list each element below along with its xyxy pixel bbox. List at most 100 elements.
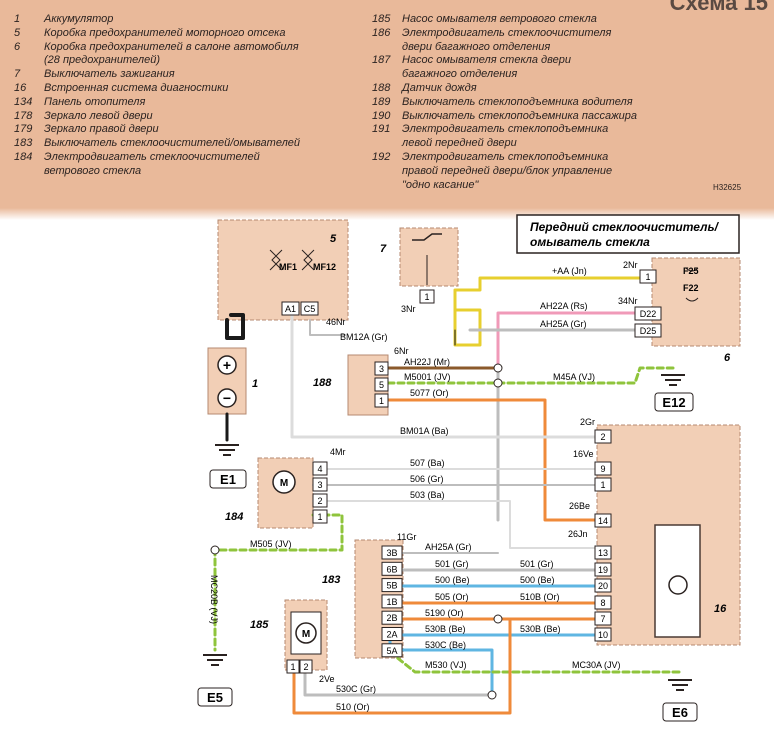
conn-code-2gr: 2Gr bbox=[580, 417, 595, 427]
legend-text: Электродвигатель стеклоподъемника bbox=[402, 151, 609, 163]
wire-label-500-a: 500 (Be) bbox=[435, 575, 470, 585]
diagram-title-box bbox=[516, 214, 740, 254]
connector-pin-label: 9 bbox=[600, 464, 605, 474]
wire-label-5190: 5190 (Or) bbox=[425, 608, 464, 618]
legend-number: 189 bbox=[372, 95, 391, 108]
connector-pin-label: 14 bbox=[598, 516, 608, 526]
connector-pin-label: 19 bbox=[598, 565, 608, 575]
splice-dot bbox=[487, 690, 497, 700]
connector-pin-box bbox=[594, 429, 612, 444]
conn-code-46nr: 46Nr bbox=[326, 317, 346, 327]
splice-dot bbox=[493, 614, 503, 624]
wire-label-m530: M530 (VJ) bbox=[425, 660, 467, 670]
ground-symbol-icon bbox=[203, 654, 227, 666]
connector-pin-box bbox=[374, 377, 389, 392]
conn-code-6nr: 6Nr bbox=[394, 346, 409, 356]
component-tag-188: 188 bbox=[313, 377, 332, 389]
control-module-block bbox=[654, 524, 701, 638]
legend-number: 178 bbox=[14, 109, 33, 122]
conn-code-34nr: 34Nr bbox=[618, 296, 638, 306]
connector-pin-box bbox=[312, 509, 328, 524]
wire-label-530b-a: 530B (Be) bbox=[425, 624, 466, 634]
legend-text: багажного отделения bbox=[402, 68, 518, 81]
conn-code-3nr: 3Nr bbox=[401, 304, 416, 314]
wire-label-503: 503 (Ba) bbox=[410, 490, 445, 500]
ground-label-e5: E5 bbox=[207, 690, 223, 705]
connector-pin-box bbox=[634, 306, 662, 321]
wire-label-mc30a: MC30A (JV) bbox=[572, 660, 621, 670]
wire-aa bbox=[453, 276, 642, 332]
fuse-label-f22: F22 bbox=[683, 283, 699, 293]
connector-pin-box bbox=[594, 627, 612, 642]
connector-pin-label: 7 bbox=[600, 614, 605, 624]
svg-text:−: − bbox=[223, 390, 231, 406]
legend-text: Зеркало правой двери bbox=[44, 123, 159, 136]
ground-box-e6 bbox=[662, 702, 698, 722]
wire-label-530b-b: 530B (Be) bbox=[520, 624, 561, 634]
connector-pin-box bbox=[312, 461, 328, 476]
fuse-icon bbox=[301, 249, 315, 271]
wire-label-m45a: M45A (VJ) bbox=[553, 372, 595, 382]
connector-pin-box bbox=[299, 659, 313, 674]
wire-label-530c: 530C (Be) bbox=[425, 640, 466, 650]
fuse-label-f25: F25 bbox=[683, 266, 699, 276]
battery-cable bbox=[225, 313, 245, 340]
connector-pin-box bbox=[312, 477, 328, 492]
connector-pin-box bbox=[594, 595, 612, 610]
wire-label-510b: 510B (Or) bbox=[520, 592, 560, 602]
legend-number: 191 bbox=[372, 123, 391, 136]
connector-pin-box bbox=[639, 269, 657, 284]
legend-number: 187 bbox=[372, 54, 391, 67]
fuse-label-mf1: MF1 bbox=[279, 262, 297, 272]
connector-pin-label: 2 bbox=[303, 662, 308, 672]
connector-pin-box bbox=[300, 301, 319, 316]
ground-symbol-icon bbox=[215, 444, 239, 456]
connector-pin-box bbox=[381, 643, 403, 658]
connector-pin-box bbox=[381, 610, 403, 625]
connector-pin-label: 1 bbox=[645, 272, 650, 282]
legend-text: левой передней двери bbox=[402, 137, 517, 150]
battery-positive-icon bbox=[217, 355, 237, 375]
wire-label-505: 505 (Or) bbox=[435, 592, 469, 602]
connector-pin-box bbox=[634, 323, 662, 338]
legend-number: 1 bbox=[14, 13, 21, 25]
conn-code-16ve: 16Ve bbox=[573, 449, 594, 459]
component-tag-6: 6 bbox=[724, 352, 731, 364]
connector-pin-label: 3 bbox=[379, 364, 384, 374]
connector-pin-box bbox=[381, 578, 403, 593]
component-tag-1: 1 bbox=[252, 378, 258, 390]
connector-pin-box bbox=[286, 659, 300, 674]
switch-contact-icon bbox=[412, 233, 442, 241]
legend-text: Электродвигатель стеклоочистителя bbox=[402, 26, 612, 39]
ground-box-e12 bbox=[654, 392, 694, 412]
battery-negative-icon bbox=[217, 388, 237, 408]
component-tag-7: 7 bbox=[380, 243, 387, 255]
wire-label-bm12a: BM12A (Gr) bbox=[340, 332, 388, 342]
legend-text: Датчик дождя bbox=[402, 82, 477, 94]
connector-pin-label: 8 bbox=[600, 598, 605, 608]
connector-pin-box bbox=[381, 545, 403, 560]
legend-number: 7 bbox=[14, 68, 21, 81]
wire-label-501-a: 501 (Gr) bbox=[435, 559, 469, 569]
legend-number: 183 bbox=[14, 137, 33, 150]
connector-pin-label: 20 bbox=[598, 581, 608, 591]
wire-label-bm01a: BM01A (Ba) bbox=[400, 426, 449, 436]
pump-motor-icon bbox=[295, 622, 317, 644]
legend-text: Насос омывателя ветрового стекла bbox=[402, 13, 597, 25]
legend-text: (28 предохранителей) bbox=[44, 54, 160, 67]
legend-text: Выключатель стеклоподъемника водителя bbox=[402, 95, 633, 108]
legend-text: Коробка предохранителей моторного отсека bbox=[44, 26, 286, 39]
legend-text: Электродвигатель стеклоочистителей bbox=[44, 151, 260, 163]
ground-symbol-icon bbox=[668, 679, 692, 691]
connector-pin-label: 2 bbox=[317, 496, 322, 506]
legend-number: 16 bbox=[14, 82, 27, 94]
legend-text: Выключатель стеклоочистителей/омывателей bbox=[44, 137, 301, 150]
legend-number: 186 bbox=[372, 26, 391, 39]
conn-code-4mr: 4Mr bbox=[330, 447, 346, 457]
fuse-label-mf12: MF12 bbox=[313, 262, 336, 272]
ground-label-e12: E12 bbox=[662, 395, 685, 410]
wire-label-ah22a: AH22A (Rs) bbox=[540, 301, 588, 311]
connector-pin-box bbox=[381, 561, 403, 576]
